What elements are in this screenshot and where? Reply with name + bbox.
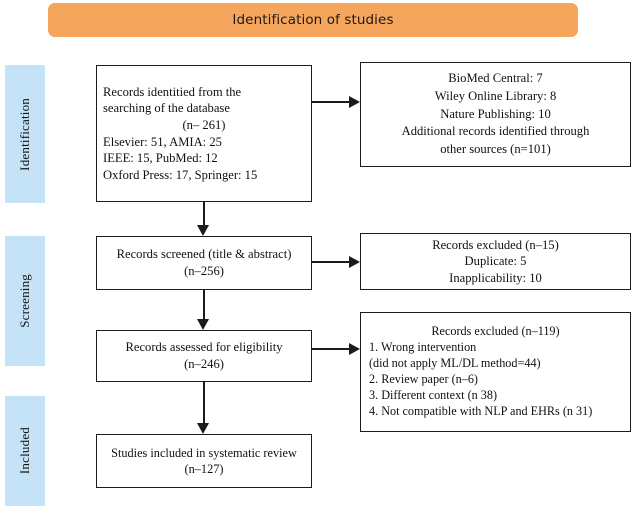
connector-screened-to-eligibility-line xyxy=(203,290,205,319)
diagram-header-banner: Identification of studies xyxy=(48,3,578,37)
records-screened-label: Records screened (title & abstract) xyxy=(116,247,292,262)
box-studies-included: Studies included in systematic review (n… xyxy=(96,434,312,488)
records-identified-source-elsevier-amia: Elsevier: 51, AMIA: 25 xyxy=(103,134,222,149)
connector-screened-to-excluded-line xyxy=(312,261,350,263)
studies-included-label: Studies included in systematic review xyxy=(111,445,297,460)
records-excluded-eligibility-count: Records excluded (n–119) xyxy=(431,324,560,339)
records-identified-count: (n– 261) xyxy=(182,117,226,132)
box-records-assessed-eligibility: Records assessed for eligibility (n–246) xyxy=(96,330,312,382)
stage-label-included-text: Included xyxy=(17,427,32,475)
connector-eligibility-to-included-line xyxy=(203,382,205,423)
records-identified-source-oxford-springer: Oxford Press: 17, Springer: 15 xyxy=(103,167,258,182)
exclusion-reason-2: 2. Review paper (n–6) xyxy=(369,372,478,386)
connector-eligibility-to-excluded-line xyxy=(312,348,350,350)
exclusion-reason-1-detail: (did not apply ML/DL method=44) xyxy=(369,356,541,371)
box-studies-included-content: Studies included in systematic review (n… xyxy=(97,445,311,477)
arrow-eligibility-to-excluded xyxy=(349,343,360,355)
box-additional-sources-content: BioMed Central: 7 Wiley Online Library: … xyxy=(361,70,630,159)
records-identified-line-1: Records identitied from the xyxy=(103,84,242,99)
additional-records-line-1: Additional records identified through xyxy=(401,124,590,139)
connector-identified-to-screened-line xyxy=(203,202,205,226)
arrow-screened-to-eligibility xyxy=(197,319,209,330)
source-nature-publishing: Nature Publishing: 10 xyxy=(440,106,551,121)
source-biomed-central: BioMed Central: 7 xyxy=(448,70,543,85)
exclusion-reason-4: 4. Not compatible with NLP and EHRs (n 3… xyxy=(369,403,593,418)
arrow-screened-to-excluded xyxy=(349,256,360,268)
stage-label-identification-text: Identification xyxy=(17,97,32,171)
records-excluded-inapplicability: Inapplicability: 10 xyxy=(449,270,542,285)
stage-label-screening: Screening xyxy=(5,236,45,366)
records-identified-source-ieee-pubmed: IEEE: 15, PubMed: 12 xyxy=(103,151,218,166)
studies-included-count: (n–127) xyxy=(184,462,224,476)
box-records-excluded-eligibility: Records excluded (n–119) 1. Wrong interv… xyxy=(360,312,631,432)
box-additional-sources: BioMed Central: 7 Wiley Online Library: … xyxy=(360,62,631,167)
records-excluded-screening-count: Records excluded (n–15) xyxy=(432,237,559,252)
stage-label-included: Included xyxy=(5,396,45,506)
stage-label-screening-text: Screening xyxy=(17,274,32,328)
exclusion-reason-3: 3. Different context (n 38) xyxy=(369,387,498,402)
box-records-identified: Records identitied from the searching of… xyxy=(96,65,312,202)
source-wiley-online-library: Wiley Online Library: 8 xyxy=(434,88,557,103)
exclusion-reason-1: 1. Wrong intervention xyxy=(369,340,477,355)
additional-records-line-2: other sources (n=101) xyxy=(440,142,551,157)
connector-identified-to-sources-line xyxy=(312,101,350,103)
box-records-excluded-screening: Records excluded (n–15) Duplicate: 5 Ina… xyxy=(360,233,631,290)
box-records-assessed-eligibility-content: Records assessed for eligibility (n–246) xyxy=(97,339,311,372)
arrow-identified-to-screened xyxy=(197,225,209,236)
box-records-screened-content: Records screened (title & abstract) (n–2… xyxy=(97,246,311,279)
box-records-excluded-screening-content: Records excluded (n–15) Duplicate: 5 Ina… xyxy=(361,237,630,287)
records-excluded-duplicate: Duplicate: 5 xyxy=(464,254,527,269)
box-records-screened: Records screened (title & abstract) (n–2… xyxy=(96,236,312,290)
records-assessed-label: Records assessed for eligibility xyxy=(125,340,283,355)
records-assessed-count: (n–246) xyxy=(184,357,224,371)
page-title: Identification of studies xyxy=(232,12,394,28)
box-records-identified-content: Records identitied from the searching of… xyxy=(97,84,311,184)
records-identified-line-2: searching of the database xyxy=(103,101,230,116)
box-records-excluded-eligibility-content: Records excluded (n–119) 1. Wrong interv… xyxy=(361,324,630,419)
arrow-eligibility-to-included xyxy=(197,423,209,434)
records-screened-count: (n–256) xyxy=(184,264,224,278)
stage-label-identification: Identification xyxy=(5,65,45,203)
arrow-identified-to-sources xyxy=(349,96,360,108)
